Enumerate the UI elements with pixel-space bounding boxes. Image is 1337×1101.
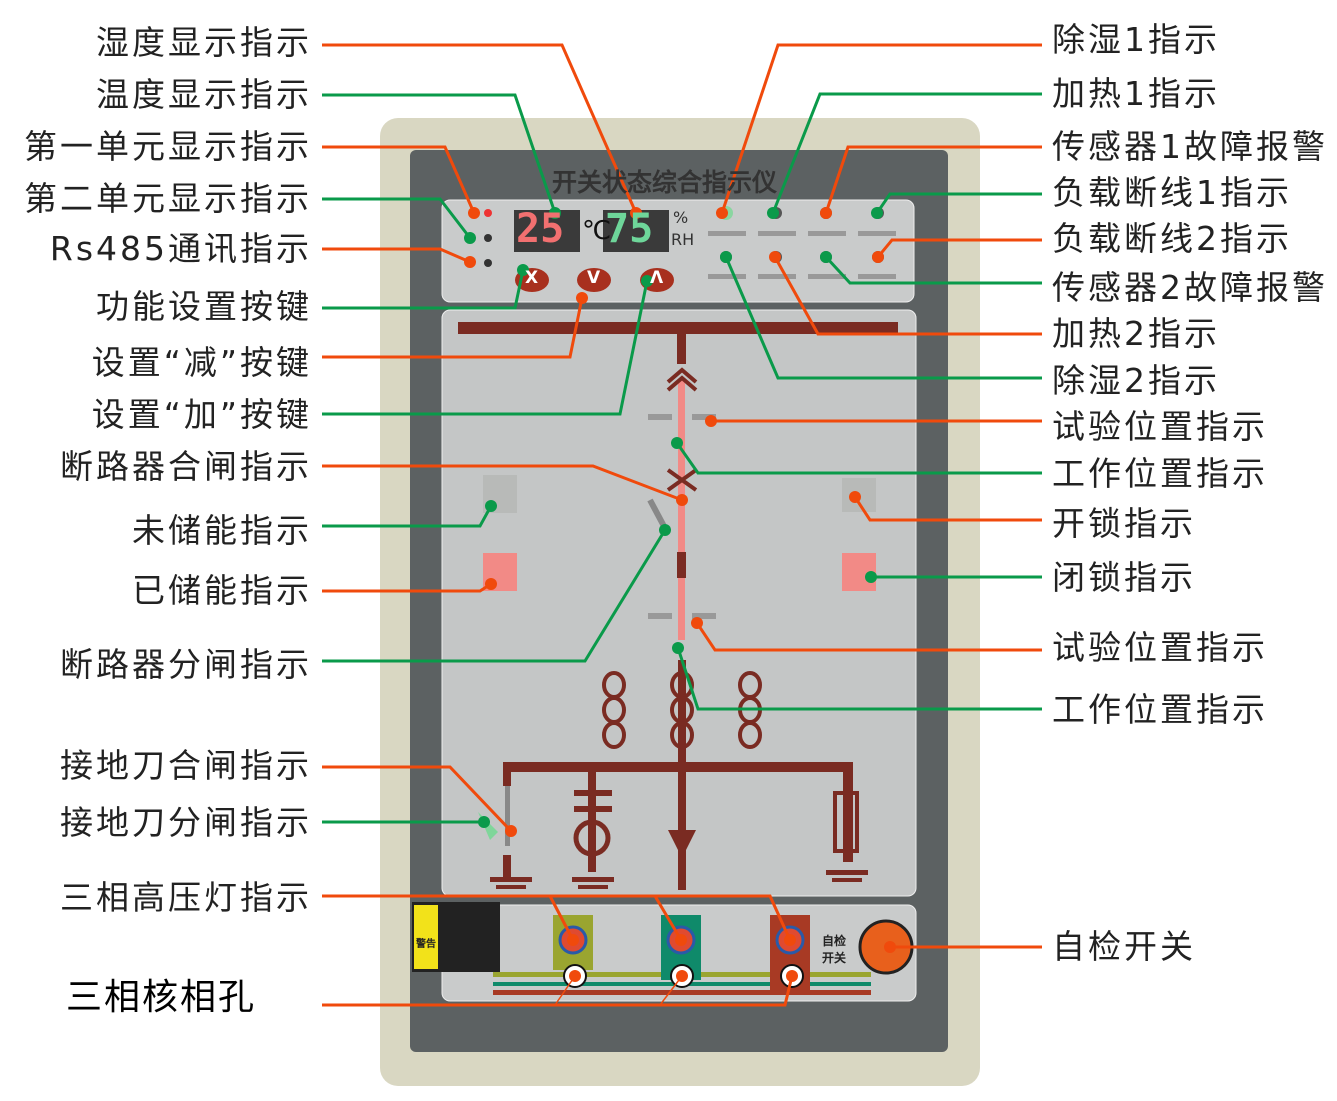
down-button-label[interactable]: V: [587, 268, 601, 288]
label-hv-lamps: 三相高压灯指示: [60, 878, 312, 917]
label-dehumidify-1: 除湿1指示: [1052, 20, 1220, 59]
label-self-test-switch: 自检开关: [1052, 927, 1196, 966]
label-humidity-display: 湿度显示指示: [96, 23, 312, 62]
humidity-value: 75: [605, 206, 654, 252]
label-breaker-open: 断路器分闸指示: [60, 645, 312, 684]
led-caption-marks: [708, 231, 896, 279]
down-button: [577, 268, 611, 292]
temperature-unit: ℃: [582, 216, 612, 246]
leader-dots: [464, 207, 896, 953]
label-minus-key: 设置“减”按键: [91, 343, 312, 382]
temperature-value: 25: [516, 206, 565, 252]
label-sensor-1-fault: 传感器1故障报警: [1052, 127, 1328, 166]
unit2-led: [484, 234, 492, 242]
label-not-charged: 未储能指示: [132, 511, 312, 550]
label-heater-1: 加热1指示: [1052, 74, 1220, 113]
self-test-label-1: 自检: [822, 934, 847, 948]
unit1-led: [484, 209, 492, 217]
label-load-break-1: 负载断线1指示: [1052, 173, 1292, 212]
label-test-position: 试验位置指示: [1052, 407, 1268, 446]
label-lock: 闭锁指示: [1052, 558, 1196, 597]
humidity-unit-percent: %: [673, 208, 689, 227]
label-phase-check-holes: 三相核相孔: [66, 977, 257, 1018]
single-line-diagram: [458, 322, 898, 890]
label-load-break-2: 负载断线2指示: [1052, 219, 1292, 258]
function-button-label[interactable]: X: [525, 268, 539, 288]
label-dehumidify-2: 除湿2指示: [1052, 361, 1220, 400]
label-earth-switch-closed: 接地刀合闸指示: [60, 746, 312, 785]
label-test-position-2: 试验位置指示: [1052, 628, 1268, 667]
humidity-unit-rh: RH: [671, 230, 695, 249]
self-test-label-2: 开关: [822, 951, 847, 965]
label-work-position: 工作位置指示: [1052, 454, 1268, 493]
label-sensor-2-fault: 传感器2故障报警: [1052, 268, 1328, 307]
up-button-label[interactable]: Λ: [650, 268, 664, 288]
label-unit2-display: 第二单元显示指示: [24, 179, 312, 218]
rs485-led: [484, 259, 492, 267]
label-breaker-closed: 断路器合闸指示: [60, 447, 312, 486]
warning-label: 警告: [416, 939, 436, 950]
label-heater-2: 加热2指示: [1052, 314, 1220, 353]
label-unit1-display: 第一单元显示指示: [24, 127, 312, 166]
label-unlock: 开锁指示: [1052, 504, 1196, 543]
leader-lines: [322, 43, 1042, 1007]
label-charged: 已储能指示: [132, 571, 312, 610]
device-title: 开关状态综合指示仪: [552, 168, 778, 197]
label-work-position-2: 工作位置指示: [1052, 690, 1268, 729]
label-temperature-display: 温度显示指示: [96, 75, 312, 114]
temperature-display: [514, 210, 580, 252]
label-plus-key: 设置“加”按键: [91, 395, 312, 434]
label-function-key: 功能设置按键: [96, 287, 312, 326]
label-rs485: Rs485通讯指示: [49, 229, 312, 268]
label-earth-switch-open: 接地刀分闸指示: [60, 803, 312, 842]
